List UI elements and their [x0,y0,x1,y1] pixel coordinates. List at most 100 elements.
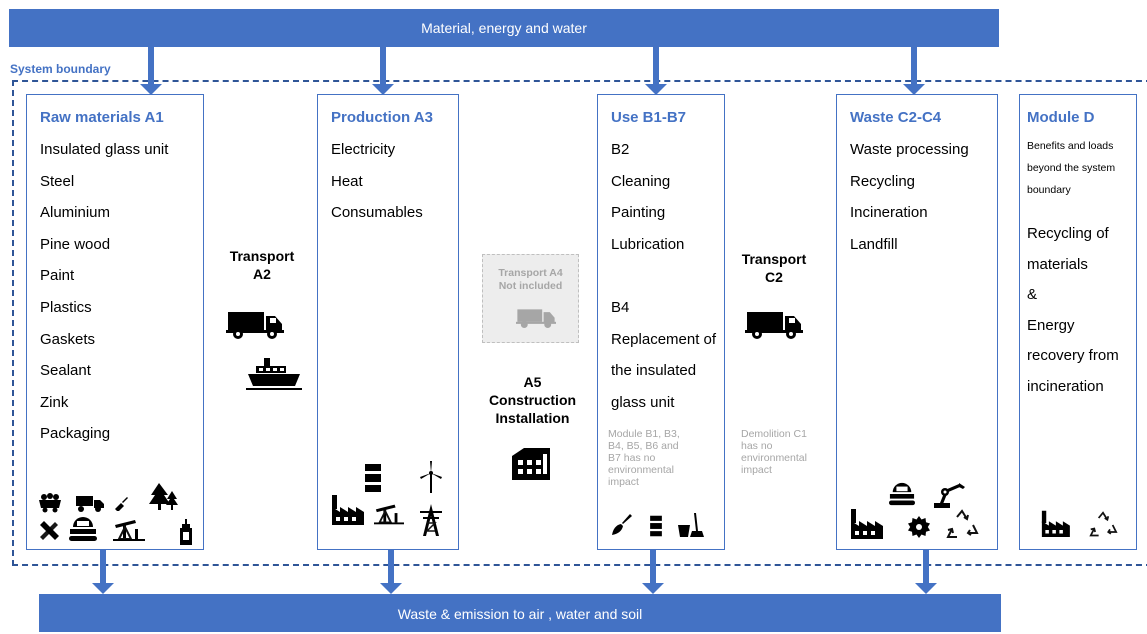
demolition-note: Demolition C1 has no environmental impac… [741,428,807,476]
raw-materials-list: Insulated glass unit Steel Aluminium Pin… [40,141,168,457]
paint-brush-icon [612,514,632,535]
waste-title: Waste C2-C4 [850,109,942,126]
raw-material-item: Pine wood [40,235,111,253]
waste-item: Recycling [850,172,916,190]
raw-material-item: Plastics [40,298,92,316]
a5-line3: Installation [495,410,570,426]
transport-a4-box: Transport A4 Not included [482,254,579,343]
production-list: Electricity Heat Consumables [331,141,423,236]
a5-label: A5 Construction Installation [470,373,595,427]
use-note-line: B7 has no [608,452,656,464]
module-d-item: Energy [1027,316,1075,334]
output-arrow-raw [92,550,114,594]
power-pylon-icon [420,504,442,536]
demolition-note-line: environmental [741,452,807,464]
factory-icon [851,509,883,539]
transport-a2-label: Transport A2 [214,247,310,283]
module-d-item: recovery from [1027,347,1119,364]
use-item: glass unit [611,393,675,411]
raw-material-item: Gaskets [40,330,96,348]
use-note: Module B1, B3, B4, B5, B6 and B7 has no … [608,428,680,488]
demolition-note-line: has no [741,440,773,452]
raw-material-item: Steel [40,172,75,190]
raw-materials-box: Raw materials A1 Insulated glass unit St… [26,94,204,550]
output-bar: Waste & emission to air , water and soil [39,594,1001,632]
module-d-item: & [1027,286,1038,303]
use-item: B4 [611,298,630,316]
transport-a2-line1: Transport [229,248,295,264]
use-box: Use B1-B7 B2 Cleaning Painting Lubricati… [597,94,725,550]
use-title: Use B1-B7 [611,109,687,126]
barrel-icon [363,464,383,492]
oil-can-icon [115,497,128,511]
system-boundary-label: System boundary [10,62,111,76]
module-d-subtitle: Benefits and loads beyond the system bou… [1027,135,1115,201]
recycle-icon [946,509,979,538]
waste-item: Incineration [850,204,928,222]
transport-a2-line2: A2 [253,266,271,282]
oil-pump-icon [113,520,145,541]
pickaxe-icon [40,521,59,540]
raw-material-item: Paint [40,267,75,285]
waste-list: Waste processing Recycling Incineration … [850,141,969,267]
use-note-line: Module B1, B3, [608,428,680,440]
module-d-subtitle-line: boundary [1027,184,1071,196]
use-item: B2 [611,141,630,158]
truck-icon [745,312,803,339]
module-d-item: materials [1027,255,1088,273]
module-d-subtitle-line: beyond the system [1027,162,1116,174]
module-d-item: Recycling of [1027,225,1109,242]
use-item: Painting [611,204,666,222]
mine-cart-icon [39,493,61,513]
truck-icon [516,309,556,329]
glue-bottle-icon [180,519,192,545]
waste-item: Waste processing [850,141,969,158]
a5-line2: Construction [488,392,577,408]
raw-material-item: Insulated glass unit [40,141,169,158]
transport-c2-line2: C2 [765,269,783,285]
raw-material-item: Aluminium [40,204,111,222]
use-item [611,267,716,299]
module-d-item: incineration [1027,377,1104,395]
use-item: Replacement of [611,330,717,348]
input-bar: Material, energy and water [9,9,999,47]
input-arrow-raw [140,47,162,95]
ship-icon [246,358,302,390]
raw-material-item: Packaging [40,425,111,443]
use-note-line: impact [608,476,639,488]
module-d-subtitle-line: Benefits and loads [1027,140,1114,152]
demolition-note-line: impact [741,464,772,476]
use-list: B2 Cleaning Painting Lubrication B4 Repl… [611,141,716,425]
saw-blade-icon [908,516,930,538]
system-boundary [12,80,1147,566]
dump-truck-icon [76,496,104,512]
module-d-title: Module D [1027,109,1095,126]
barrel-icon [648,515,664,537]
transport-c2-label: Transport C2 [728,250,820,286]
factory-icon [332,495,364,525]
use-note-line: environmental [608,464,674,476]
production-title: Production A3 [331,109,433,126]
excavator-icon [69,517,97,541]
production-item: Electricity [331,141,396,158]
output-arrow-production [380,550,402,594]
output-arrow-waste [915,550,937,594]
module-d-list: Recycling of materials & Energy recovery… [1027,225,1119,408]
production-box: Production A3 Electricity Heat Consumabl… [317,94,459,550]
forest-icon [149,483,178,510]
demolition-note-line: Demolition C1 [741,428,807,440]
bucket-mop-icon [678,513,704,537]
input-arrow-production [372,47,394,95]
a5-line1: A5 [523,374,542,390]
raw-material-item: Zink [40,393,69,411]
input-arrow-waste [903,47,925,95]
production-item: Consumables [331,204,423,222]
recycle-icon [1089,511,1118,537]
waste-box: Waste C2-C4 Waste processing Recycling I… [836,94,998,550]
raw-material-item: Sealant [40,362,91,380]
oil-pump-icon [374,504,404,525]
module-d-box: Module D Benefits and loads beyond the s… [1019,94,1137,550]
input-arrow-use [645,47,667,95]
production-item: Heat [331,172,363,190]
factory-icon [1041,510,1070,537]
